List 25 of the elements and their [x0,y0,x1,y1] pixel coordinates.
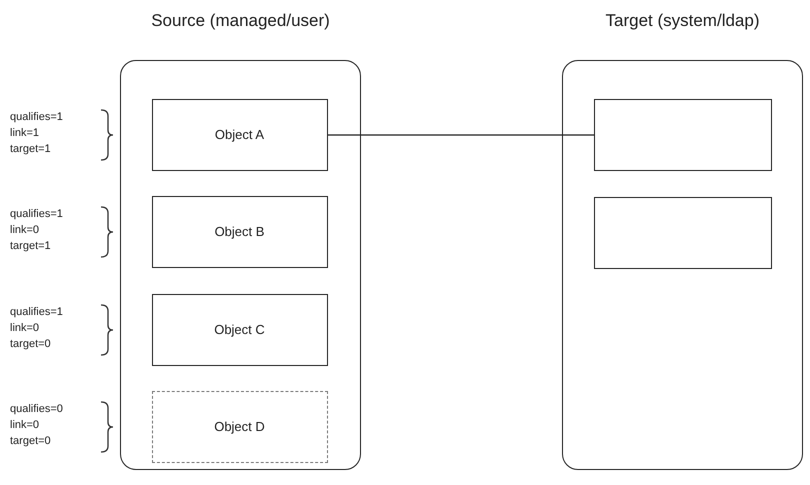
attribute-label: link=1 [10,126,40,141]
object-box [152,98,328,170]
empty-box [594,98,772,170]
attribute-label: qualifies=1 [10,110,63,125]
object-box [152,294,328,366]
dashed-object-box [152,390,328,462]
container-title: Target (system/ldap) [604,11,760,31]
attribute-label: target=0 [10,337,51,352]
object-box [152,196,328,268]
attribute-label: target=0 [10,434,51,449]
attribute-label: link=0 [10,223,40,238]
attribute-label: qualifies=0 [10,402,63,417]
object-label: Object D [214,419,265,434]
attribute-label: qualifies=1 [10,305,63,320]
attribute-label: qualifies=1 [10,207,63,222]
object-label: Object A [214,127,264,142]
container-title: Source (managed/user) [150,11,331,31]
attribute-label: target=1 [10,239,51,254]
object-label: Object C [214,322,265,337]
empty-box [594,196,772,268]
attribute-label: link=0 [10,418,40,433]
attribute-label: link=0 [10,321,40,336]
object-label: Object B [214,224,264,239]
connector-line [328,134,594,136]
attribute-label: target=1 [10,142,51,157]
